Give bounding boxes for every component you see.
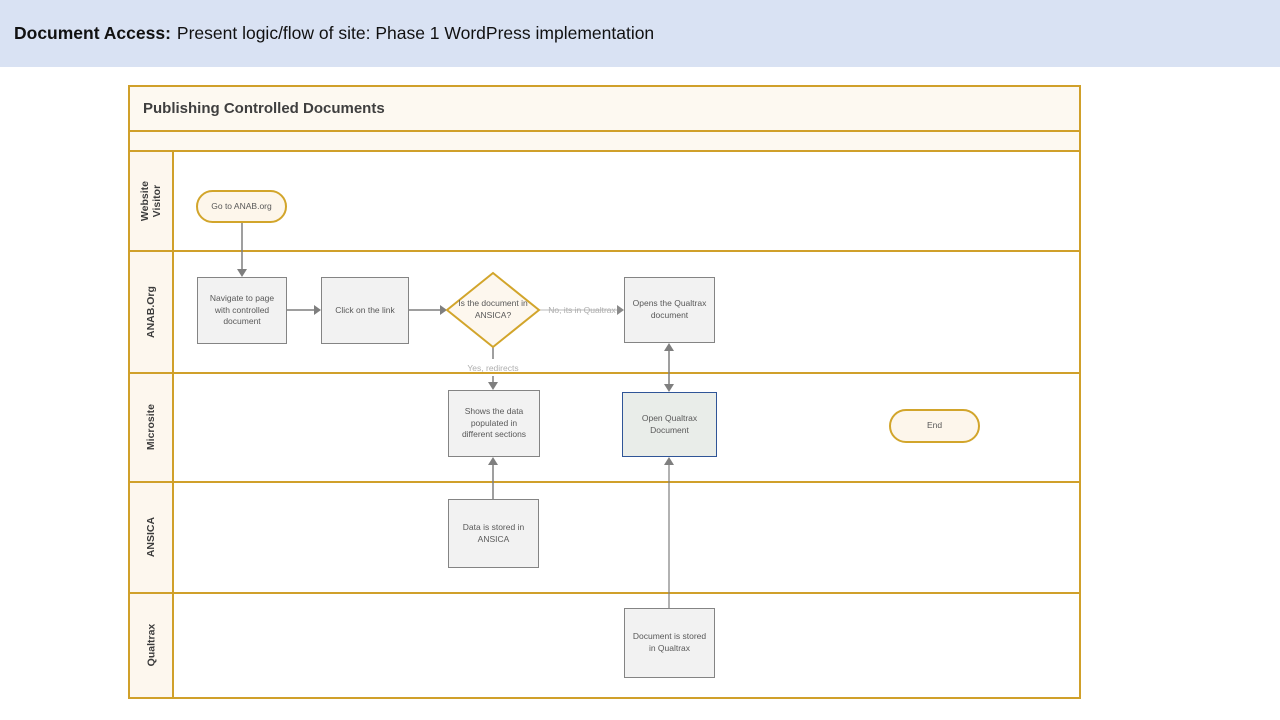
shape-end: End <box>889 409 980 443</box>
shape-opens-qualtrax-label: Opens the Qualtrax document <box>632 298 707 320</box>
diagram-title: Publishing Controlled Documents <box>143 100 385 117</box>
lane-label-anab-org: ANAB.Org <box>130 252 174 372</box>
arrowhead-up-icon <box>664 457 674 465</box>
shape-opens-qualtrax: Opens the Qualtrax document <box>624 277 715 343</box>
lane-label-website-visitor: Website Visitor <box>130 152 174 250</box>
shape-decision-label: Is the document in ANSICA? <box>458 298 528 320</box>
lane-body-website-visitor <box>174 152 1079 250</box>
connector-label-yes: Yes, redirects <box>467 363 519 373</box>
shape-shows-data-label: Shows the data populated in different se… <box>461 405 527 440</box>
arrowhead-up-icon <box>488 457 498 465</box>
lane-ansica: ANSICA <box>130 483 1079 594</box>
arrowhead-up-icon <box>664 343 674 351</box>
shape-navigate-label: Navigate to page with controlled documen… <box>209 292 275 327</box>
shape-open-qualtrax-document: Open Qualtrax Document <box>622 392 717 457</box>
header-title-text: Present logic/flow of site: Phase 1 Word… <box>176 23 655 43</box>
shape-data-stored-ansica: Data is stored in ANSICA <box>448 499 539 568</box>
shape-open-qualtrax-document-label: Open Qualtrax Document <box>641 412 698 435</box>
arrowhead-right-icon <box>314 305 321 315</box>
shape-document-stored-qualtrax-label: Document is stored in Qualtrax <box>632 631 707 653</box>
lane-label-qualtrax: Qualtrax <box>130 594 174 697</box>
lane-body-ansica <box>174 483 1079 592</box>
shape-start: Go to ANAB.org <box>196 190 287 223</box>
document-header: Document Access: Present logic/flow of s… <box>0 0 1280 67</box>
diagram-title-bar: Publishing Controlled Documents <box>130 87 1079 132</box>
shape-document-stored-qualtrax: Document is stored in Qualtrax <box>624 608 715 678</box>
shape-shows-data: Shows the data populated in different se… <box>448 390 540 457</box>
swimlanes: Website Visitor ANAB.Org Microsite ANSIC… <box>130 152 1079 697</box>
shape-decision: Is the document in ANSICA? <box>451 287 535 333</box>
shape-start-label: Go to ANAB.org <box>211 200 272 211</box>
connector-label-no: No, its in Qualtrax <box>548 305 616 315</box>
flowchart-diagram: Publishing Controlled Documents Website … <box>128 85 1081 699</box>
arrowhead-down-icon <box>237 269 247 277</box>
shape-end-label: End <box>926 420 943 431</box>
arrowhead-down-icon <box>488 382 498 390</box>
shapes-overlay: Go to ANAB.org Navigate to page with con… <box>130 87 1079 697</box>
arrowhead-down-icon <box>664 384 674 392</box>
shape-click-link-label: Click on the link <box>335 304 395 315</box>
connectors-layer <box>237 223 674 608</box>
shape-data-stored-ansica-label: Data is stored in ANSICA <box>462 521 525 544</box>
diagram-phase-band <box>130 132 1079 152</box>
header-title-bold: Document Access: <box>14 23 171 43</box>
arrowhead-right-icon <box>440 305 447 315</box>
lane-label-microsite: Microsite <box>130 374 174 481</box>
lane-website-visitor: Website Visitor <box>130 152 1079 252</box>
shape-navigate: Navigate to page with controlled documen… <box>197 277 287 344</box>
shape-click-link: Click on the link <box>321 277 409 344</box>
lane-label-ansica: ANSICA <box>130 483 174 592</box>
